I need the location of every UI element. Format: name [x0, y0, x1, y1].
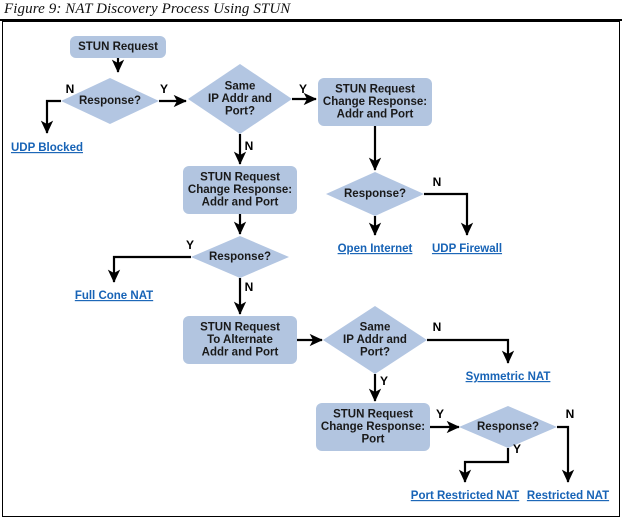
decision-shape [191, 236, 289, 278]
branch-label-n-d4: N [245, 280, 254, 294]
branch-label-n-d2: N [245, 139, 254, 153]
branch-label-y-d4: Y [186, 238, 194, 252]
node-label: Response? [344, 188, 406, 200]
flow-edge-d1-to-t1 [40, 99, 61, 134]
process-shape [318, 78, 432, 126]
node-stun-request: STUN Request [70, 36, 166, 58]
flow-edge-d4-to-t4 [107, 255, 191, 283]
terminal-link-label[interactable]: Symmetric NAT [466, 371, 551, 383]
decision-shape [326, 172, 424, 216]
node-label: Addr and Port [202, 197, 279, 209]
node-label: Port? [225, 106, 255, 118]
flow-edge-d5-to-t5 [427, 338, 515, 364]
node-udp-firewall[interactable]: UDP Firewall [432, 243, 502, 255]
flow-edge-d6-to-t6 [458, 448, 510, 483]
terminal-link-label[interactable]: Full Cone NAT [75, 290, 153, 302]
flow-edge-d3-to-t3 [424, 192, 474, 236]
node-label: IP Addr and [208, 93, 272, 105]
node-response: Response? [326, 172, 424, 216]
flowchart-edges [40, 58, 575, 483]
branch-label-n-d5: N [433, 320, 442, 334]
terminal-link-label[interactable]: Port Restricted NAT [411, 490, 519, 502]
node-label: Response? [79, 95, 141, 107]
decision-shape [459, 406, 557, 448]
process-shape [316, 403, 430, 451]
branch-label-y-n5: Y [436, 407, 444, 421]
node-label: Response? [209, 251, 271, 263]
branch-label-y-d6: Y [513, 442, 521, 456]
node-udp-blocked[interactable]: UDP Blocked [11, 142, 83, 154]
branch-label-n-d6: N [566, 407, 575, 421]
node-label: IP Addr and [343, 334, 407, 346]
node-label: Port? [360, 347, 390, 359]
terminal-link-label[interactable]: UDP Firewall [432, 243, 502, 255]
node-label: STUN Request [200, 322, 280, 334]
branch-label-y-d1: Y [160, 82, 168, 96]
branch-label-n-d1: N [66, 82, 75, 96]
node-label: Port [362, 434, 385, 446]
node-label: STUN Request [200, 172, 280, 184]
node-restricted-nat[interactable]: Restricted NAT [527, 490, 609, 502]
node-response: Response? [191, 236, 289, 278]
process-shape [183, 166, 297, 214]
node-open-internet[interactable]: Open Internet [338, 243, 413, 255]
caption-rule [0, 19, 622, 21]
flow-edge-d6-to-t7 [557, 425, 575, 483]
node-label: Same [360, 322, 391, 334]
branch-label-y-d5: Y [380, 374, 388, 388]
node-full-cone-nat[interactable]: Full Cone NAT [75, 290, 153, 302]
branch-label-y-d2: Y [299, 82, 307, 96]
terminal-link-label[interactable]: Open Internet [338, 243, 413, 255]
node-label: Change Response: [188, 184, 292, 196]
terminal-link-label[interactable]: UDP Blocked [11, 142, 83, 154]
branch-label-n-d3: N [433, 175, 442, 189]
node-label: STUN Request [333, 409, 413, 421]
node-response: Response? [61, 78, 159, 124]
figure-caption: Figure 9: NAT Discovery Process Using ST… [4, 1, 291, 17]
process-shape [183, 316, 297, 364]
node-label: Addr and Port [202, 347, 279, 359]
node-label: STUN Request [335, 84, 415, 96]
node-label: Response? [477, 421, 539, 433]
decision-shape [188, 64, 292, 134]
node-label: Change Response: [321, 421, 425, 433]
decision-shape [61, 78, 159, 124]
node-label: Change Response: [323, 96, 427, 108]
node-label: STUN Request [78, 41, 158, 53]
decision-shape [323, 306, 427, 374]
node-symmetric-nat[interactable]: Symmetric NAT [466, 371, 551, 383]
flowchart-branch-labels: N Y Y N N Y N N Y Y N Y [66, 82, 575, 456]
node-response: Response? [459, 406, 557, 448]
node-label: Same [225, 81, 256, 93]
node-label: To Alternate [207, 334, 273, 346]
terminal-link-label[interactable]: Restricted NAT [527, 490, 609, 502]
node-label: Addr and Port [337, 109, 414, 121]
node-port-restricted-nat[interactable]: Port Restricted NAT [411, 490, 519, 502]
process-shape [70, 36, 166, 58]
